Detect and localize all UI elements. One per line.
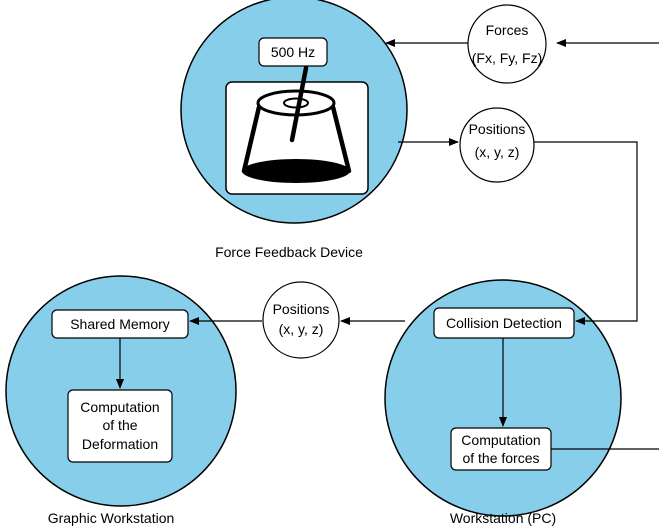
forces-signal: Forces (Fx, Fy, Fz) <box>467 4 547 84</box>
forces-components: (Fx, Fy, Fz) <box>472 50 543 66</box>
positions-signal-lower: Positions (x, y, z) <box>262 281 340 359</box>
positions-signal-upper: Positions (x, y, z) <box>459 107 535 183</box>
deformation-line-3: Deformation <box>82 436 158 452</box>
forces-computation-line-1: Computation <box>461 432 540 448</box>
graphic-workstation-node: Shared Memory Computation of the Deforma… <box>5 275 237 526</box>
shared-memory-label: Shared Memory <box>70 316 170 332</box>
deformation-line-1: Computation <box>80 399 159 415</box>
positions-upper-coords: (x, y, z) <box>475 144 520 160</box>
forces-title: Forces <box>486 22 529 38</box>
positions-upper-title: Positions <box>469 121 526 137</box>
positions-lower-coords: (x, y, z) <box>279 321 324 337</box>
force-feedback-device-node: 500 Hz Force Feedback Device <box>180 0 408 260</box>
rate-box <box>258 37 328 67</box>
forces-computation-line-2: of the forces <box>462 450 539 466</box>
collision-detection-box <box>433 307 575 339</box>
workstation-pc-caption: Workstation (PC) <box>450 510 556 526</box>
positions-bubble-upper <box>459 107 535 183</box>
rate-label: 500 Hz <box>271 44 315 60</box>
forces-bubble <box>467 4 547 84</box>
deformation-line-2: of the <box>102 417 137 433</box>
graphic-workstation-caption: Graphic Workstation <box>48 510 175 526</box>
collision-detection-label: Collision Detection <box>446 315 562 331</box>
haptic-device-icon <box>241 65 352 183</box>
positions-lower-title: Positions <box>273 301 330 317</box>
positions-bubble-lower <box>262 281 340 359</box>
force-feedback-device-caption: Force Feedback Device <box>215 244 363 260</box>
connectors <box>116 39 659 450</box>
arrow-positions-to-collision <box>534 141 638 325</box>
deformation-box <box>67 389 173 463</box>
